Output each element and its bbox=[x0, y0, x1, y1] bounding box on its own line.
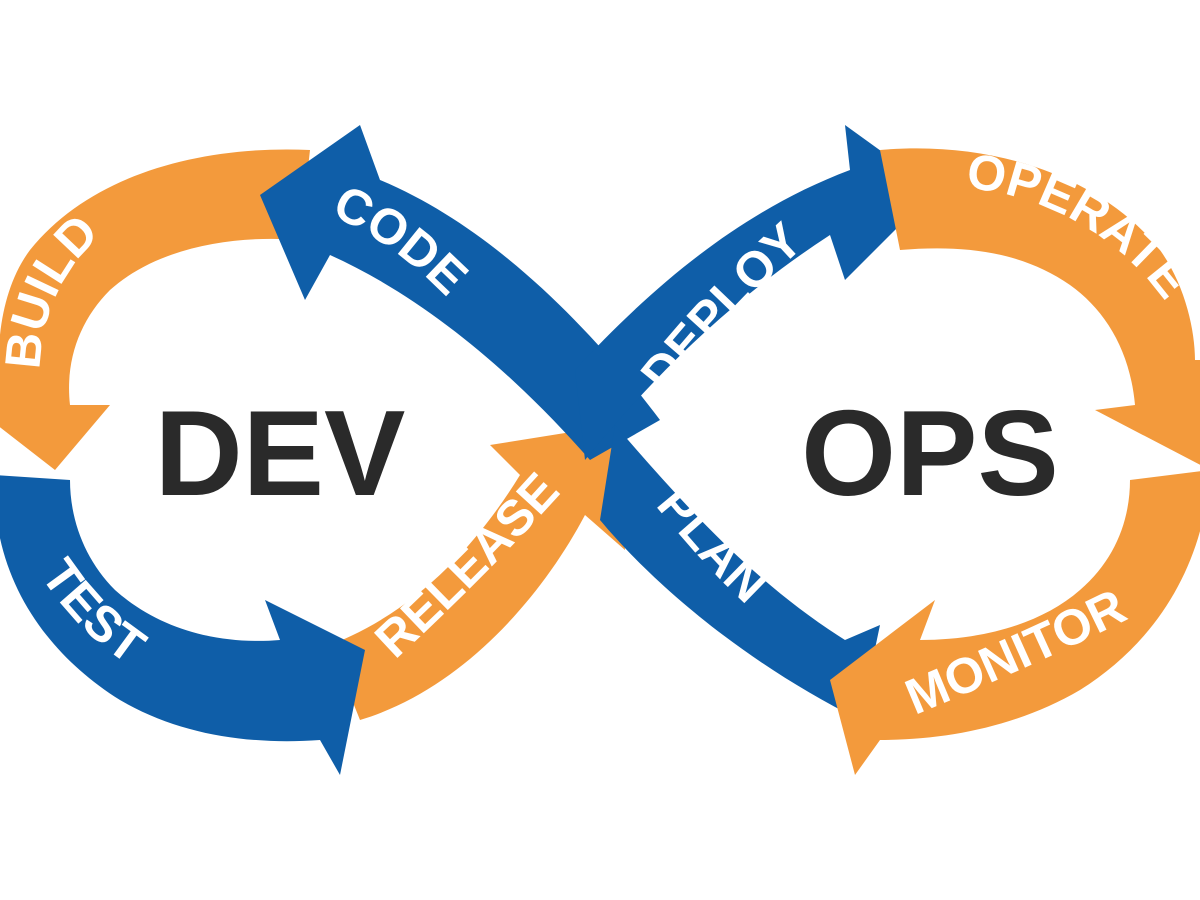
release-arrow bbox=[330, 425, 625, 720]
code-arrow bbox=[260, 125, 660, 460]
plan-arrow bbox=[600, 425, 880, 720]
operate-arrow bbox=[880, 148, 1200, 465]
build-arrow bbox=[0, 149, 310, 470]
deploy-arrow bbox=[575, 125, 935, 460]
monitor-arrow bbox=[830, 471, 1200, 775]
ops-label: OPS bbox=[801, 385, 1059, 521]
test-arrow bbox=[0, 475, 365, 775]
dev-label: DEV bbox=[155, 385, 406, 521]
